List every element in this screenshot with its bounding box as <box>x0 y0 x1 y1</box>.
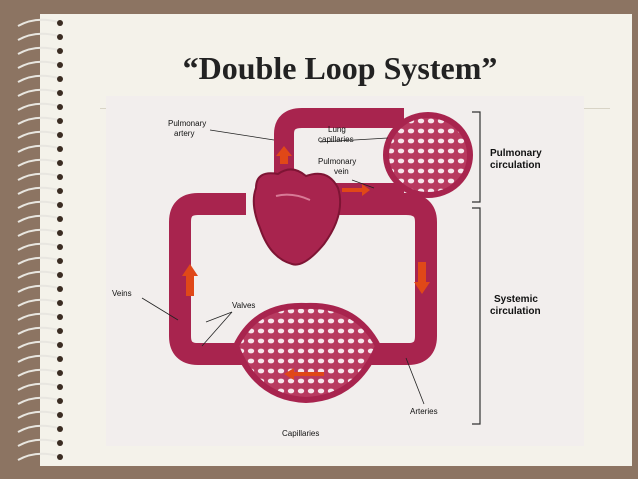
binding-hole <box>57 34 63 40</box>
binding-ring <box>17 172 59 181</box>
binding-ring <box>17 88 59 97</box>
circulation-diagram-svg: Pulmonary artery Lung capillaries Pulmon… <box>112 108 542 438</box>
binding-hole <box>57 174 63 180</box>
brackets <box>472 111 481 425</box>
label-pulmonary-vein-2: vein <box>334 167 349 176</box>
binding-ring <box>17 312 59 321</box>
binding-hole <box>57 258 63 264</box>
binding-hole <box>57 90 63 96</box>
label-systemic-circulation: Systemic <box>494 294 538 305</box>
flow-arrows <box>182 146 430 380</box>
binding-hole <box>57 244 63 250</box>
circulation-diagram: Pulmonary artery Lung capillaries Pulmon… <box>106 96 584 446</box>
slide-title: “Double Loop System” <box>182 50 498 86</box>
binding-ring <box>17 228 59 237</box>
binding-hole <box>57 272 63 278</box>
binding-hole <box>57 286 63 292</box>
binding-hole <box>57 202 63 208</box>
binding-ring <box>17 298 59 307</box>
binding-ring <box>17 116 59 125</box>
binding-hole <box>57 342 63 348</box>
binding-hole <box>57 370 63 376</box>
binding-ring <box>17 158 59 167</box>
binding-ring <box>17 130 59 139</box>
binding-hole <box>57 62 63 68</box>
binding-ring <box>17 200 59 209</box>
binding-ring <box>17 144 59 153</box>
binding-hole <box>57 328 63 334</box>
binding-ring <box>17 32 59 41</box>
binding-ring <box>17 186 59 195</box>
label-pulmonary-vein: Pulmonary <box>318 157 356 166</box>
binding-ring <box>17 270 59 279</box>
binding-hole <box>57 314 63 320</box>
binding-hole <box>57 132 63 138</box>
label-lung-capillaries: Lung <box>328 125 346 134</box>
binding-hole <box>57 230 63 236</box>
binding-ring <box>17 368 59 377</box>
label-valves: Valves <box>232 301 255 310</box>
label-lung-capillaries-2: capillaries <box>318 135 354 144</box>
binding-hole <box>57 20 63 26</box>
systemic-capillary-bed <box>232 302 382 404</box>
binding-ring <box>17 214 59 223</box>
heart <box>252 168 342 266</box>
pulmonary-artery-vessel <box>274 108 404 178</box>
systemic-loop-vessel <box>169 193 246 365</box>
binding-ring <box>17 74 59 83</box>
binding-hole <box>57 454 63 460</box>
label-pulmonary-artery: Pulmonary <box>168 119 206 128</box>
binding-ring <box>17 438 59 447</box>
binding-ring <box>17 256 59 265</box>
binding-hole <box>57 146 63 152</box>
binding-hole <box>57 118 63 124</box>
binding-hole <box>57 356 63 362</box>
binding-hole <box>57 426 63 432</box>
binding-ring <box>17 60 59 69</box>
label-systemic-circulation-2: circulation <box>490 306 541 317</box>
binding-hole <box>57 76 63 82</box>
binding-hole <box>57 160 63 166</box>
label-arteries: Arteries <box>410 407 438 416</box>
leader-lines <box>141 129 425 405</box>
lung-capillary-bed <box>383 112 473 198</box>
binding-hole <box>57 412 63 418</box>
binding-hole <box>57 104 63 110</box>
binding-ring <box>17 452 59 461</box>
label-pulmonary-circulation-2: circulation <box>490 160 541 171</box>
binding-ring <box>17 410 59 419</box>
binding-ring <box>17 396 59 405</box>
label-pulmonary-artery-2: artery <box>174 129 194 138</box>
binding-hole <box>57 440 63 446</box>
binding-ring <box>17 46 59 55</box>
binding-ring <box>17 18 59 27</box>
binding-ring <box>17 424 59 433</box>
binding-ring <box>17 284 59 293</box>
binding-hole <box>57 384 63 390</box>
binding-ring <box>17 340 59 349</box>
binding-hole <box>57 216 63 222</box>
binding-hole <box>57 398 63 404</box>
binding-ring <box>17 354 59 363</box>
binding-hole <box>57 48 63 54</box>
binding-ring <box>17 326 59 335</box>
binding-ring <box>17 382 59 391</box>
spiral-binding <box>17 18 63 461</box>
label-pulmonary-circulation: Pulmonary <box>490 148 542 159</box>
binding-ring <box>17 102 59 111</box>
label-veins: Veins <box>112 289 132 298</box>
binding-hole <box>57 188 63 194</box>
binding-hole <box>57 300 63 306</box>
heart-highlight <box>275 193 311 201</box>
label-capillaries: Capillaries <box>282 429 319 438</box>
binding-ring <box>17 242 59 251</box>
